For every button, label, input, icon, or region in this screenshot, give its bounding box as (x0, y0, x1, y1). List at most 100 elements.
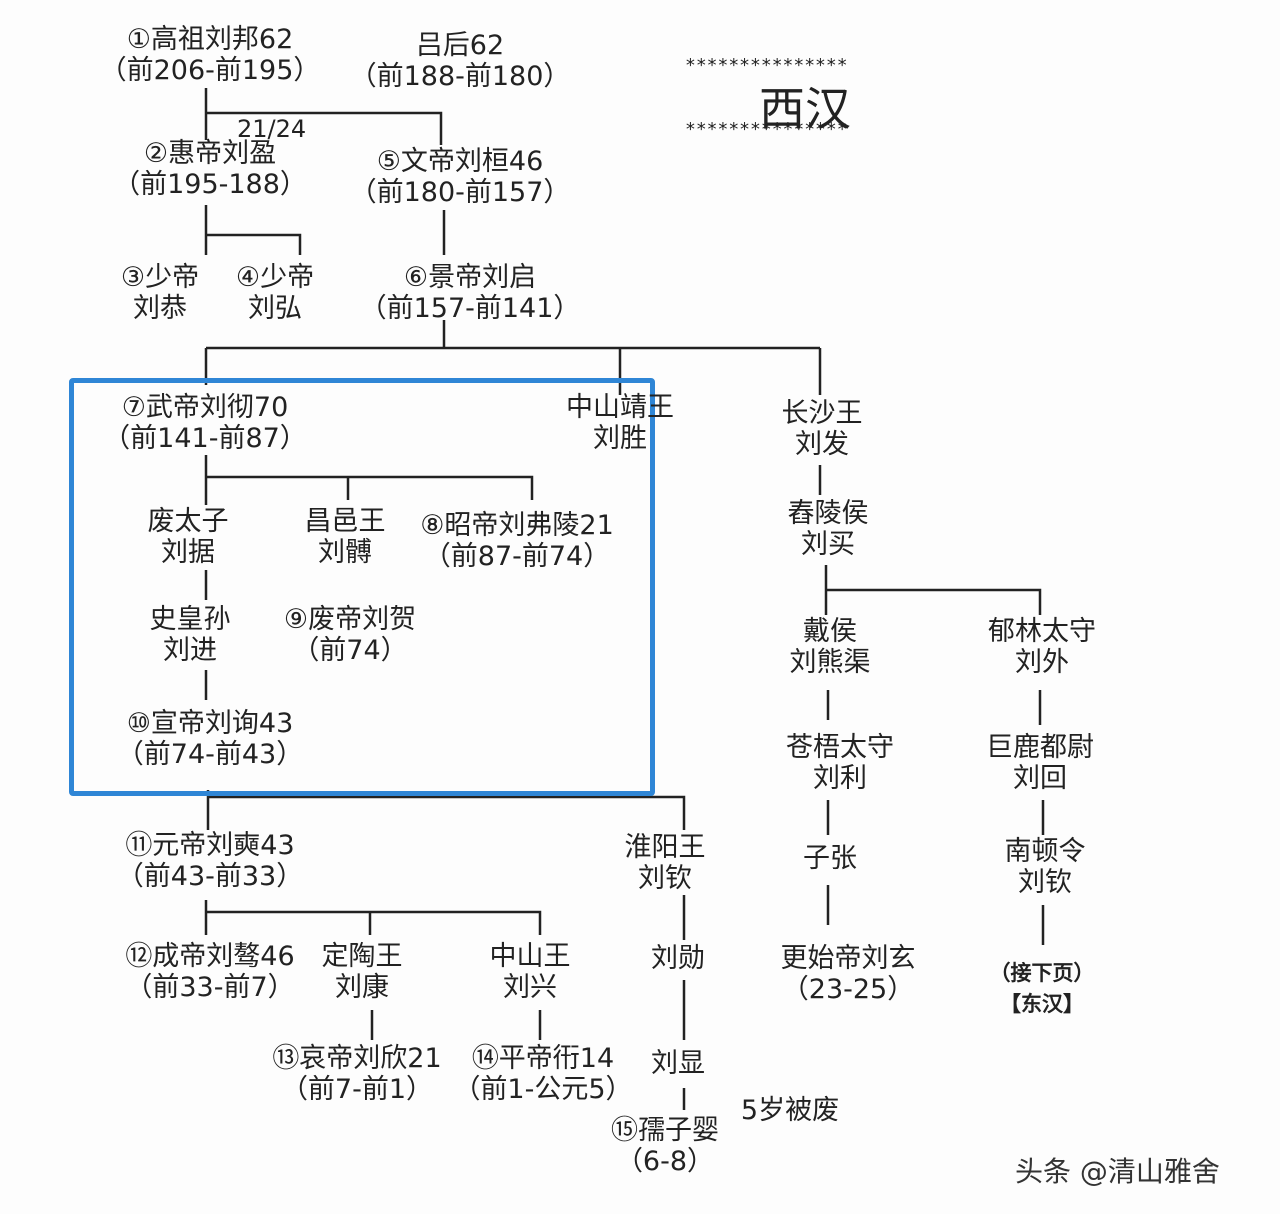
node-line: （前74） (292, 635, 408, 666)
node-cy: 昌邑王刘髆 (195, 506, 495, 568)
node-line: 刘买 (801, 529, 855, 560)
node-line: ⑨废帝刘贺 (283, 604, 417, 635)
node-line: （前157-前141） (359, 293, 581, 324)
node-line: （前87-前74） (423, 541, 611, 572)
node-line: 刘利 (813, 763, 867, 794)
node-line: （6-8） (615, 1146, 715, 1177)
node-line: 刘胜 (593, 423, 647, 454)
node-line: 刘据 (161, 537, 215, 568)
node-line: 刘显 (651, 1048, 705, 1079)
node-fz: 废太子刘据 (38, 506, 338, 568)
node-line: （前141-前87） (103, 423, 307, 454)
node-n9: ⑨废帝刘贺（前74） (200, 604, 500, 666)
node-line: 舂陵侯 (787, 498, 869, 529)
node-line: 刘康 (335, 972, 389, 1003)
node-line: 刘兴 (503, 972, 557, 1003)
node-line: 子张 (803, 843, 857, 874)
node-line: 刘勋 (651, 943, 705, 974)
node-n15: ⑮孺子婴（6-8） (515, 1115, 815, 1177)
dynasty-title: *************** 西汉 *************** (685, 55, 925, 140)
stars-top: *************** (685, 55, 848, 76)
node-line: ⑤文帝刘桓46 (376, 146, 544, 177)
node-lx: 刘勋 (528, 943, 828, 974)
node-line: ⑭平帝衎14 (471, 1043, 615, 1074)
node-n12: ⑫成帝刘骜46（前33-前7） (60, 941, 360, 1003)
node-line: 戴侯 (803, 616, 857, 647)
node-line: ④少帝 (235, 262, 315, 293)
node-line: ⑪元帝刘奭43 (125, 830, 295, 861)
node-line: ⑦武帝刘彻70 (121, 392, 289, 423)
node-line: 中山靖王 (566, 392, 674, 423)
node-line: ⑩宣帝刘询43 (126, 708, 294, 739)
node-dh: 戴侯刘熊渠 (680, 616, 980, 678)
node-line: （前33-前7） (125, 972, 295, 1003)
node-zsw: 中山王刘兴 (380, 941, 680, 1003)
node-line: 更始帝刘玄 (780, 943, 916, 974)
node-line: 刘恭 (133, 293, 187, 324)
node-line: （23-25） (781, 974, 915, 1005)
node-nd: 南顿令刘钦 (895, 836, 1195, 898)
node-line: 刘钦 (1018, 867, 1072, 898)
node-line: （前188-前180） (349, 61, 571, 92)
node-line: （前74-前43） (116, 739, 304, 770)
node-n10: ⑩宣帝刘询43（前74-前43） (60, 708, 360, 770)
node-hy: 淮阳王刘钦 (515, 832, 815, 894)
node-n3: ③少帝刘恭 (10, 262, 310, 324)
node-zz: 子张 (680, 843, 980, 874)
node-cw: 苍梧太守刘利 (690, 732, 990, 794)
node-line: （前7-前1） (280, 1074, 434, 1105)
node-n6: ⑥景帝刘启（前157-前141） (320, 262, 620, 324)
node-line: 长沙王 (781, 398, 863, 429)
node-line: 南顿令 (1004, 836, 1086, 867)
node-line: 刘外 (1015, 647, 1069, 678)
node-line: 吕后62 (415, 30, 505, 61)
node-line: （前206-前195） (99, 55, 321, 86)
node-n4: ④少帝刘弘 (125, 262, 425, 324)
node-line: ③少帝 (120, 262, 200, 293)
node-line: 刘髆 (318, 537, 372, 568)
node-line: 5岁被废 (740, 1095, 840, 1126)
node-n13: ⑬哀帝刘欣21（前7-前1） (207, 1043, 507, 1105)
node-line: 刘发 (795, 429, 849, 460)
node-line: （前1-公元5） (453, 1074, 633, 1105)
node-line: ②惠帝刘盈 (143, 138, 277, 169)
node-line: 刘钦 (638, 863, 692, 894)
watermark: 头条 @清山雅舍 (1015, 1155, 1220, 1188)
node-n8: ⑧昭帝刘弗陵21（前87-前74） (367, 510, 667, 572)
stars-bottom: *************** (685, 119, 848, 140)
node-line: 废太子 (147, 506, 229, 537)
ratio-label: 21/24 (237, 115, 307, 143)
node-line: 刘进 (163, 635, 217, 666)
node-n14: ⑭平帝衎14（前1-公元5） (393, 1043, 693, 1105)
node-dt: 定陶王刘康 (212, 941, 512, 1003)
node-line: 昌邑王 (304, 506, 386, 537)
node-line: ⑥景帝刘启 (403, 262, 537, 293)
node-line: 巨鹿都尉 (986, 732, 1094, 763)
node-line: 【东汉】 (1000, 992, 1084, 1016)
node-line: ⑫成帝刘骜46 (125, 941, 295, 972)
node-line: 淮阳王 (624, 832, 706, 863)
node-n2: ②惠帝刘盈（前195-188） (60, 138, 360, 200)
node-line: ⑮孺子婴 (611, 1115, 719, 1146)
node-gs: 更始帝刘玄（23-25） (698, 943, 998, 1005)
node-lv: 吕后62（前188-前180） (310, 30, 610, 92)
title-text: 西汉 (759, 82, 851, 136)
node-sh: 史皇孙刘进 (40, 604, 340, 666)
node-cs: 长沙王刘发 (672, 398, 972, 460)
node-yl: 郁林太守刘外 (892, 616, 1192, 678)
node-line: 中山王 (489, 941, 571, 972)
node-line: ⑧昭帝刘弗陵21 (420, 510, 614, 541)
node-lxian: 刘显 (528, 1048, 828, 1079)
node-line: 苍梧太守 (786, 732, 894, 763)
node-line: 定陶王 (321, 941, 403, 972)
node-n11: ⑪元帝刘奭43（前43-前33） (60, 830, 360, 892)
node-line: 刘熊渠 (789, 647, 871, 678)
node-cl: 舂陵侯刘买 (678, 498, 978, 560)
node-line: （前180-前157） (349, 177, 571, 208)
node-n1: ①高祖刘邦62（前206-前195） (60, 24, 360, 86)
node-line: 史皇孙 (149, 604, 231, 635)
highlight-box (69, 378, 655, 796)
node-fei: 5岁被废 (640, 1095, 940, 1126)
